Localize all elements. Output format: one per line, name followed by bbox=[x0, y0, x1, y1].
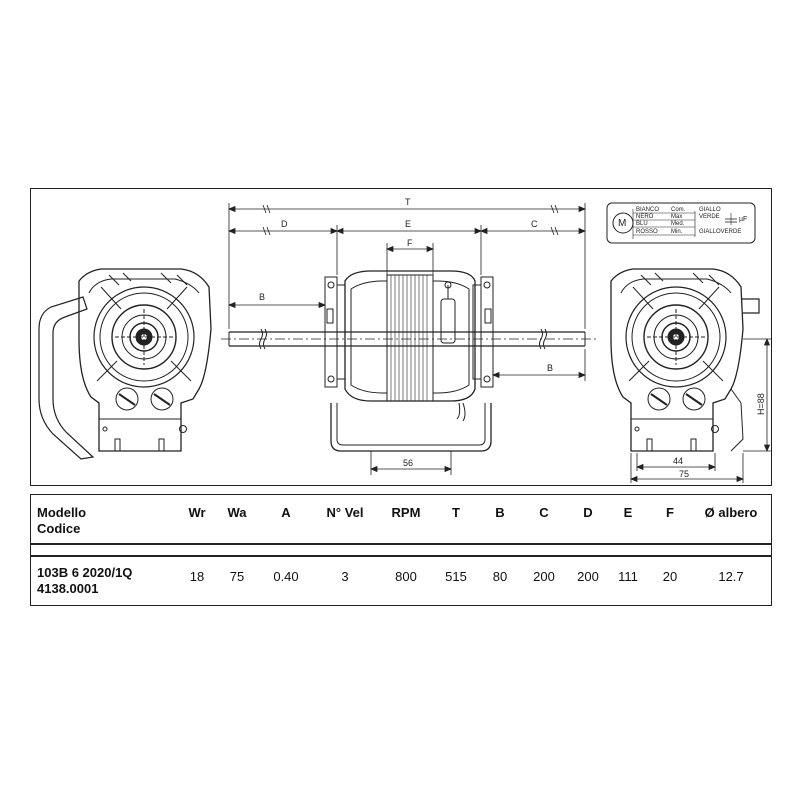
legend-row3-left: BLU bbox=[636, 221, 648, 227]
header-a: A bbox=[281, 505, 291, 520]
cell-wr: 18 bbox=[189, 569, 205, 584]
cell-e: 111 bbox=[618, 569, 638, 584]
legend-row1-left: BIANCO bbox=[636, 207, 659, 213]
header-t: T bbox=[452, 505, 460, 520]
dim-B-left: B bbox=[259, 292, 265, 302]
legend-labels: M BIANCO Com. GIALLO NERO Max VERDE BLU … bbox=[618, 207, 747, 235]
table-row: 103B 6 2020/1Q 4138.0001 18 75 0.40 3 80… bbox=[31, 557, 771, 605]
dim-75: 75 bbox=[679, 469, 689, 479]
center-side-view bbox=[221, 270, 597, 452]
legend-row4-mid: Min. bbox=[671, 229, 683, 235]
legend-row4-left: ROSSO bbox=[636, 229, 658, 235]
cell-f: 20 bbox=[662, 569, 678, 584]
legend-row2-mid: Max bbox=[671, 214, 682, 220]
cell-t: 515 bbox=[445, 569, 467, 584]
table-header-row: Modello Codice Wr Wa A N° Vel RPM T B C … bbox=[31, 495, 771, 543]
dim-C: C bbox=[531, 219, 538, 229]
dim-T: T bbox=[405, 197, 411, 207]
spec-table: Modello Codice Wr Wa A N° Vel RPM T B C … bbox=[30, 494, 772, 606]
dim-56: 56 bbox=[403, 458, 413, 468]
dim-D: D bbox=[281, 219, 288, 229]
header-f: F bbox=[666, 505, 674, 520]
cell-rpm: 800 bbox=[395, 569, 417, 584]
legend-row1-mid: Com. bbox=[671, 207, 686, 213]
row-codice: 4138.0001 bbox=[37, 581, 99, 596]
header-nvel: N° Vel bbox=[326, 505, 364, 520]
legend-row4-right: GIALLOVERDE bbox=[699, 229, 741, 235]
header-b: B bbox=[495, 505, 505, 520]
table-divider bbox=[31, 543, 771, 557]
row-modello: 103B 6 2020/1Q bbox=[37, 565, 133, 580]
right-end-view bbox=[610, 268, 760, 452]
dimension-labels: T D E C F B B 56 44 75 H=88 bbox=[259, 197, 766, 479]
header-rpm: RPM bbox=[391, 505, 421, 520]
legend-row1-right: GIALLO bbox=[699, 207, 721, 213]
header-modello-codice: Modello Codice bbox=[37, 505, 177, 537]
technical-drawing: T D E C F B B 56 44 75 H=88 M BIANCO Com… bbox=[30, 188, 772, 486]
motor-drawing-svg: T D E C F B B 56 44 75 H=88 M BIANCO Com… bbox=[38, 197, 771, 483]
left-end-view bbox=[38, 268, 212, 460]
header-modello: Modello bbox=[37, 505, 87, 520]
cell-c: 200 bbox=[533, 569, 555, 584]
wiring-legend bbox=[606, 202, 756, 244]
dim-44: 44 bbox=[673, 456, 683, 466]
legend-capacitor-label: µF bbox=[739, 216, 747, 223]
cell-a: 0.40 bbox=[273, 569, 299, 584]
header-wa: Wa bbox=[227, 505, 247, 520]
dim-F: F bbox=[407, 238, 413, 248]
header-codice: Codice bbox=[37, 521, 81, 536]
legend-row3-mid: Med. bbox=[671, 221, 685, 227]
header-d: D bbox=[583, 505, 593, 520]
dim-E: E bbox=[405, 219, 411, 229]
header-albero: Ø albero bbox=[704, 505, 758, 520]
header-wr: Wr bbox=[188, 505, 206, 520]
legend-row2-right: VERDE bbox=[699, 214, 720, 220]
header-c: C bbox=[539, 505, 549, 520]
dim-B-right: B bbox=[547, 363, 553, 373]
legend-motor-symbol: M bbox=[618, 218, 626, 229]
dim-H88: H=88 bbox=[756, 393, 766, 415]
cell-d: 200 bbox=[577, 569, 599, 584]
cell-b: 80 bbox=[492, 569, 508, 584]
cell-wa: 75 bbox=[229, 569, 245, 584]
row-modello-codice: 103B 6 2020/1Q 4138.0001 bbox=[37, 565, 177, 597]
header-e: E bbox=[623, 505, 633, 520]
dimension-lines bbox=[227, 203, 771, 483]
cell-albero: 12.7 bbox=[718, 569, 744, 584]
cell-nvel: 3 bbox=[341, 569, 349, 584]
legend-row2-left: NERO bbox=[636, 214, 654, 220]
